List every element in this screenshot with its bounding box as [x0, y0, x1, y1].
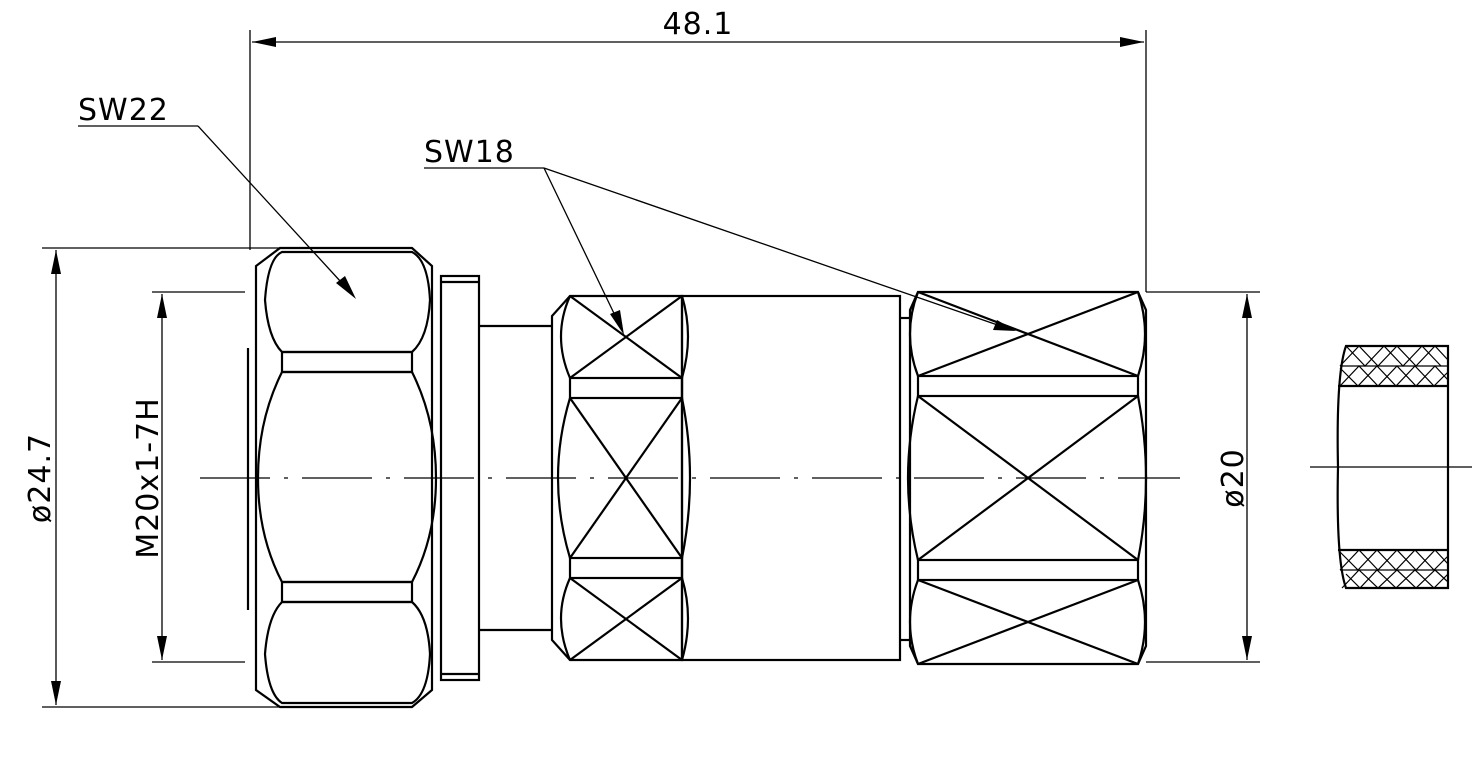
dimension-diameter-large: ø24.7 [23, 247, 280, 708]
label-sw18: SW18 [424, 135, 515, 170]
leader-sw18: SW18 [424, 135, 1016, 335]
sleeve [680, 294, 910, 662]
dimension-label-diameter-small: ø20 [1216, 448, 1251, 508]
flange [439, 274, 481, 682]
dimension-label-diameter-large: ø24.7 [23, 433, 58, 523]
rear-hex-nut [906, 290, 1148, 666]
neck [479, 324, 552, 632]
dimension-thread: M20x1-7H [131, 291, 245, 663]
dimension-label-length: 48.1 [663, 7, 734, 42]
label-sw22: SW22 [78, 93, 169, 128]
section-detail [1310, 344, 1472, 590]
dimension-overall-length: 48.1 [249, 7, 1147, 292]
leader-sw22: SW22 [78, 93, 356, 299]
dimension-diameter-small: ø20 [1146, 291, 1260, 663]
coupling-nut-sw22 [246, 246, 438, 709]
dimension-label-thread: M20x1-7H [131, 397, 166, 558]
